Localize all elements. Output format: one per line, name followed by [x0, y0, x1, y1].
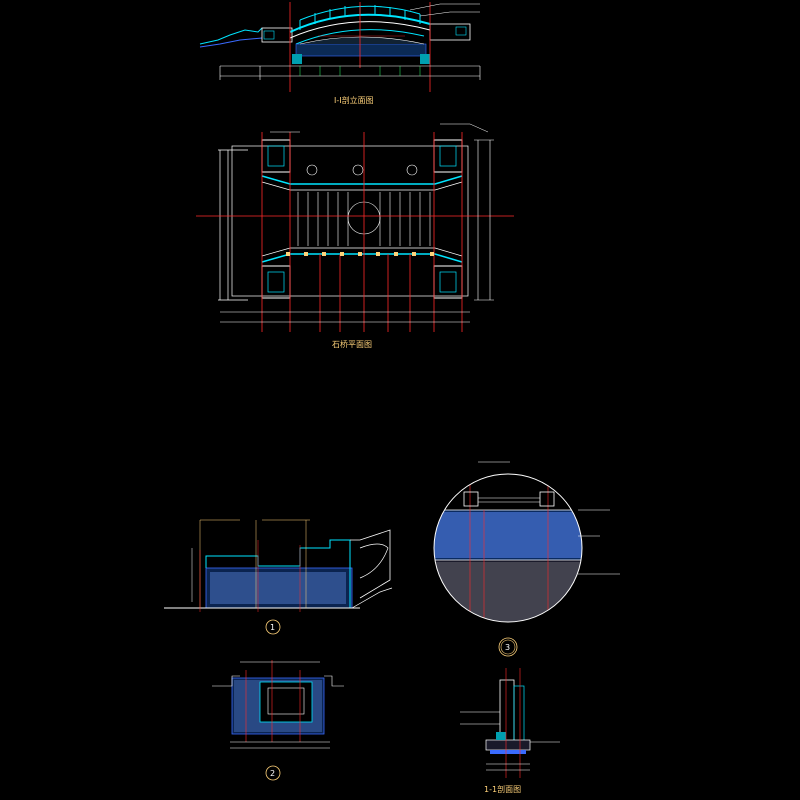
plan-title: 石桥平面图 [332, 339, 372, 349]
bridge-elevation-view: Ⅰ-Ⅰ剖立面图 [199, 2, 481, 105]
detail-2: 2 [212, 660, 344, 781]
detail-1-marker: 1 [270, 623, 275, 632]
elevation-title: Ⅰ-Ⅰ剖立面图 [334, 95, 374, 105]
section-1-1-view: 1-1剖面图 [460, 668, 560, 794]
bridge-plan-view: 石桥平面图 [196, 123, 514, 349]
detail-2-marker: 2 [270, 769, 275, 778]
detail-3-marker: 3 [505, 643, 510, 652]
detail-3: 3 [433, 461, 620, 657]
detail-1: 1 [164, 519, 393, 635]
section-title: 1-1剖面图 [484, 784, 521, 794]
